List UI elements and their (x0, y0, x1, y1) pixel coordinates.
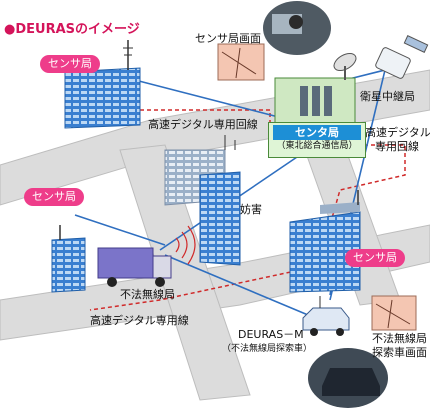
van-photo (308, 348, 388, 408)
sensor-station-label-1: センサ局 (40, 55, 100, 73)
sensor-station-label-3: センサ局 (345, 249, 405, 267)
deuras-m-sub: （不法無線局探索車） (222, 344, 313, 354)
interference-waves (175, 225, 196, 265)
sensor-screen-label: センサ局画面 (195, 32, 261, 45)
search-car (302, 296, 350, 336)
deuras-m-label: DEURAS－M (238, 328, 304, 341)
sensor-building-left (51, 225, 86, 293)
search-screen-thumbnail (371, 295, 417, 331)
hs-line-lower-label: 高速デジタル専用線 (90, 314, 189, 327)
central-buildings (164, 135, 241, 266)
sensor-building-right (289, 190, 361, 293)
hs-line-right-label-1: 高速デジタル (365, 126, 430, 139)
search-screen-label-1: 不法無線局 (372, 332, 427, 345)
diagram-title: ●DEURASのイメージ (4, 22, 140, 37)
center-station-box: センタ局 （東北総合通信局） (268, 122, 366, 158)
illegal-truck (97, 247, 172, 287)
hs-line-right-label-2: 専用回線 (375, 140, 419, 153)
satellite-dish (333, 52, 357, 80)
satellite-relay-label: 衛星中継局 (360, 90, 415, 103)
jamming-label: 妨害 (240, 203, 262, 216)
illegal-station-label: 不法無線局 (120, 288, 175, 301)
center-building (274, 77, 356, 125)
operator-photo (263, 1, 331, 55)
center-station-label: センタ局 (273, 125, 361, 140)
sensor-screen-thumbnail (217, 43, 265, 81)
satellite-relay (375, 35, 429, 79)
search-screen-label-2: 探索車画面 (372, 346, 427, 359)
hs-line-upper-label: 高速デジタル専用回線 (148, 118, 258, 131)
sensor-building-top (64, 40, 141, 129)
center-station-sub: （東北総合通信局） (276, 141, 358, 151)
sensor-station-label-2: センサ局 (24, 188, 84, 206)
